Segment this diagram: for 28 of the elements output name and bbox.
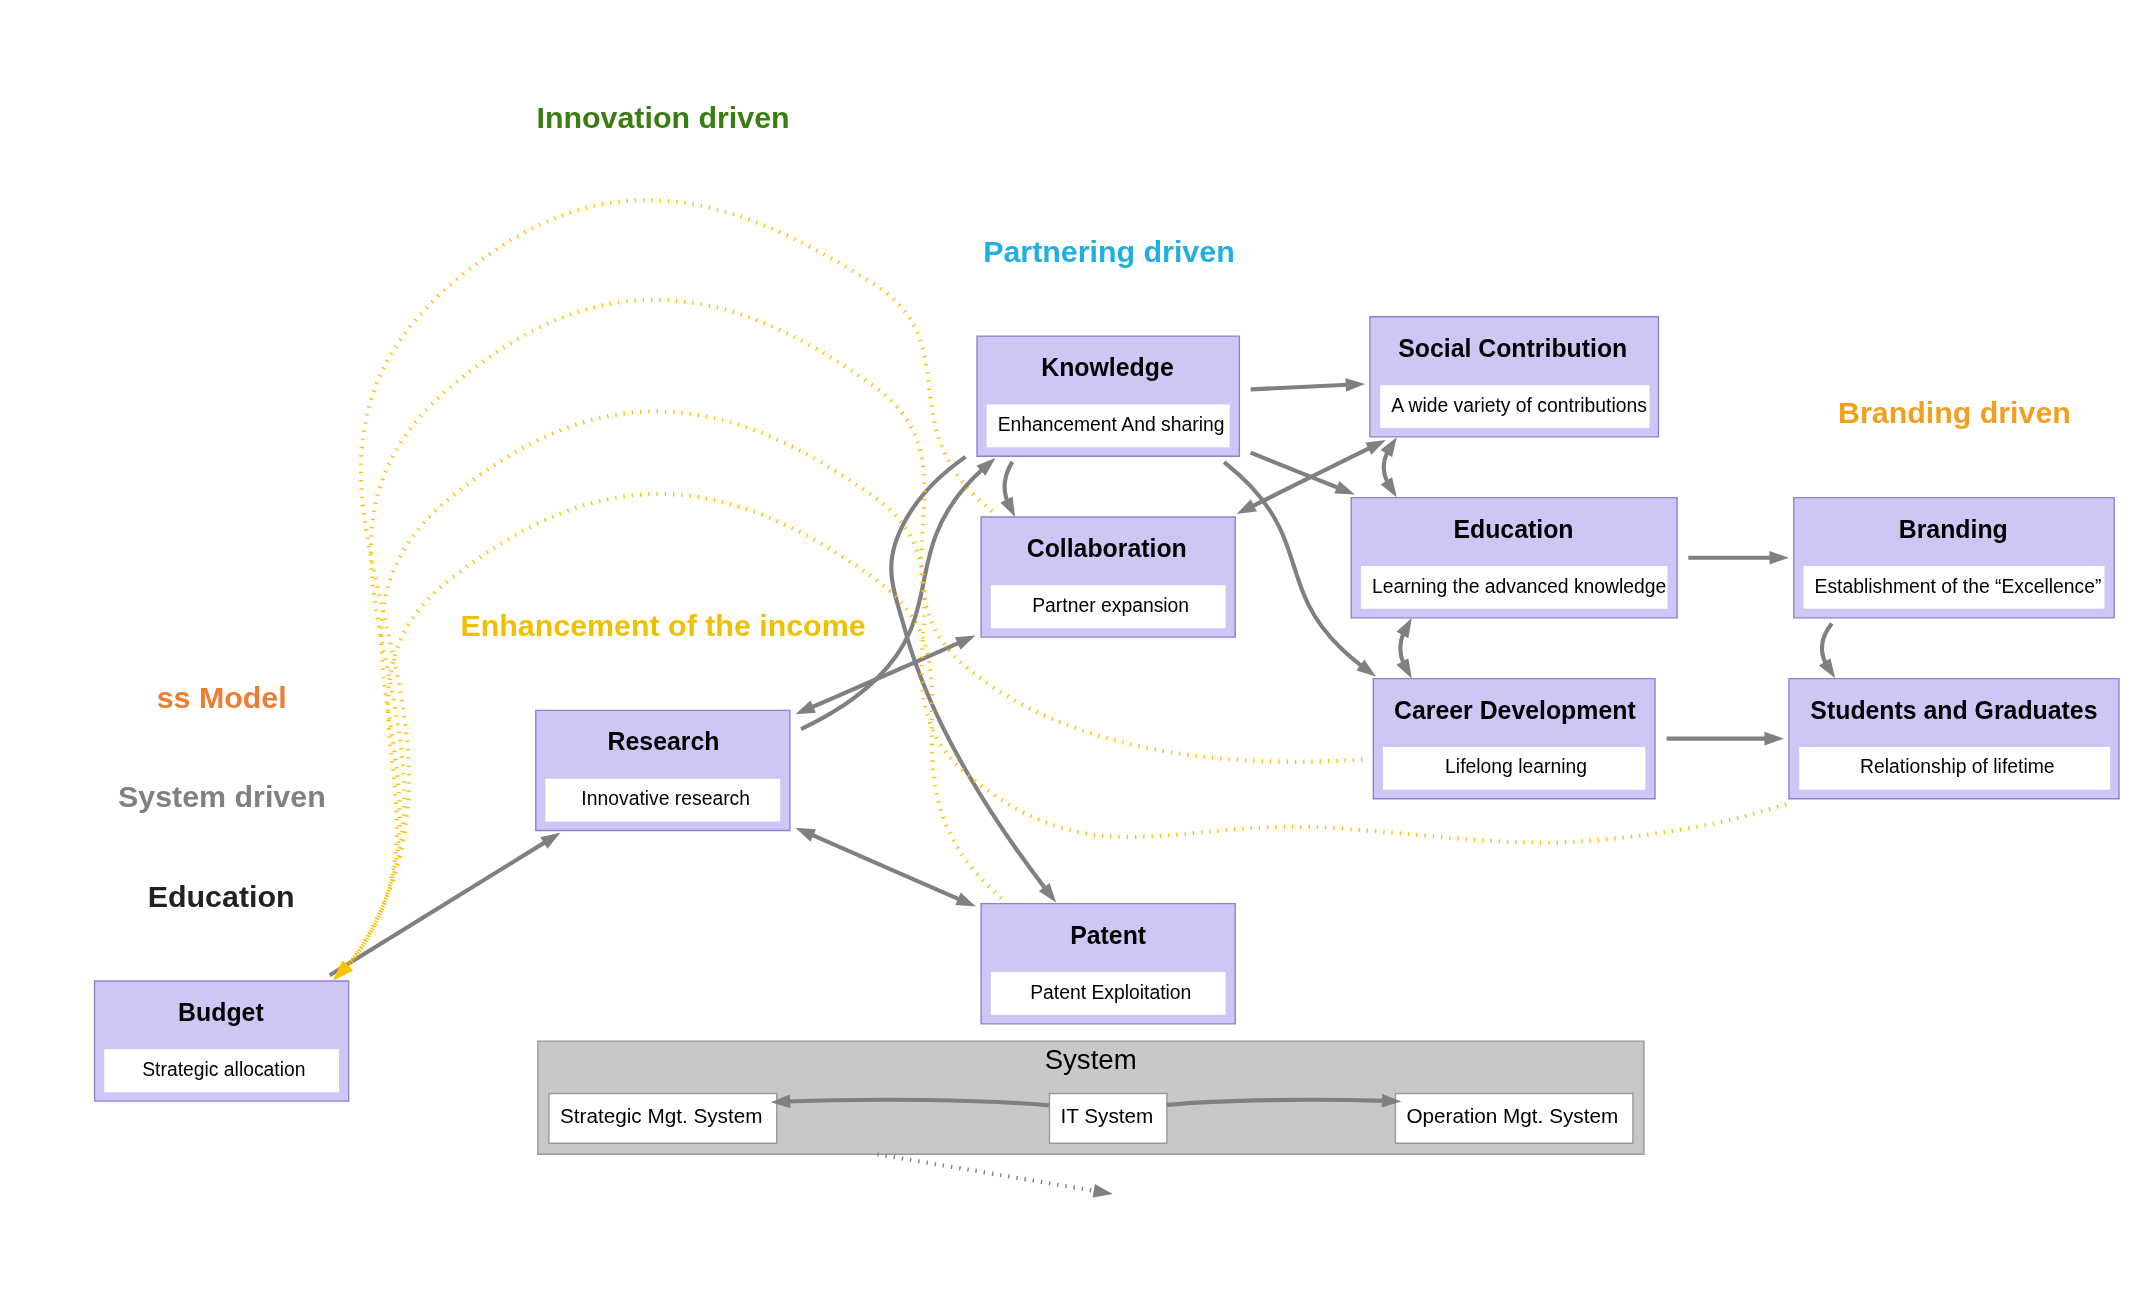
arrow: [1396, 617, 1412, 679]
arrow: [876, 1152, 1113, 1198]
arrow: [1250, 378, 1366, 392]
arrow: [1818, 622, 1836, 679]
arrow: [1236, 439, 1386, 515]
arrow: [328, 832, 561, 977]
arrow: [800, 457, 996, 731]
arrow: [1688, 550, 1789, 565]
label: ss Model: [156, 679, 287, 714]
arrow: [1222, 460, 1376, 677]
node-box: Strategic Mgt. System: [548, 1092, 778, 1144]
label: Branding driven: [1837, 395, 2071, 430]
arrow: [1000, 460, 1016, 517]
label: Enhancement of the income: [460, 607, 866, 642]
arrow: [795, 827, 976, 907]
arrow: [1166, 1094, 1402, 1108]
node-box: IT System: [1048, 1092, 1168, 1144]
arrow: [1380, 437, 1397, 498]
arrow: [795, 635, 976, 715]
label: Education: [147, 878, 295, 913]
label: System driven: [118, 779, 326, 814]
arrow: [889, 455, 1057, 903]
label: Partnering driven: [983, 233, 1235, 268]
arrow: [1249, 450, 1355, 495]
node-box: Operation Mgt. System: [1394, 1092, 1634, 1144]
arrow: [770, 1094, 1050, 1109]
arrow: [1666, 731, 1784, 746]
label: Innovation driven: [536, 99, 790, 134]
